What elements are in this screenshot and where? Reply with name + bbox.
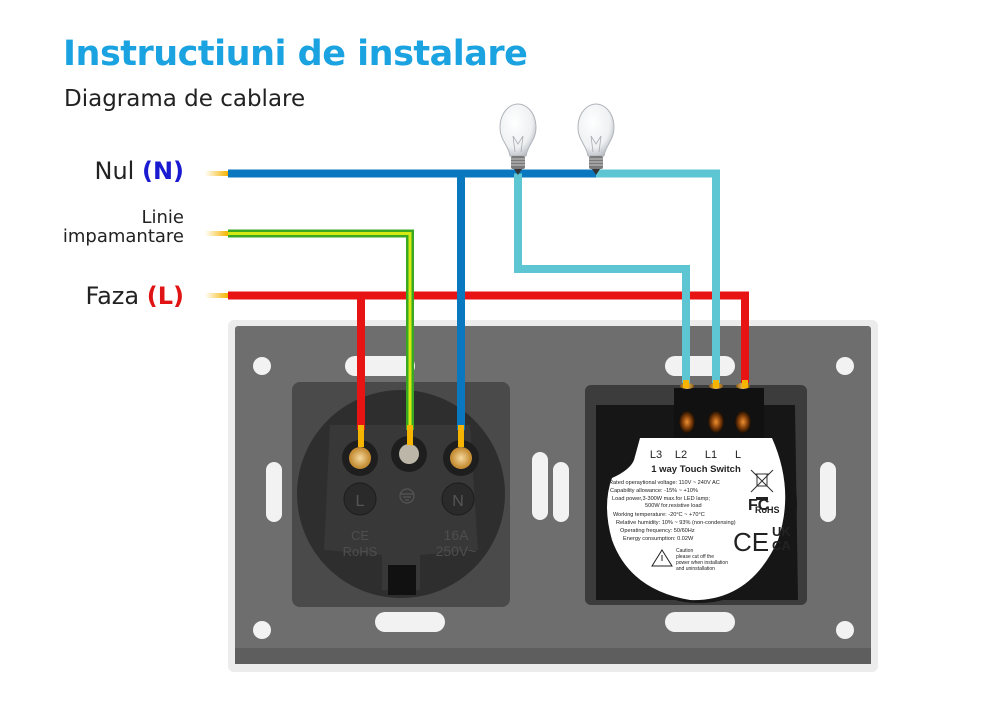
socket-latch — [388, 565, 416, 595]
socket-module: L N CE RoHS 16A 250V~ — [292, 382, 510, 607]
switch-terminal-l2 — [679, 411, 695, 433]
ukca-mark-top: UK — [772, 524, 791, 539]
socket-current-rating: 16A — [444, 527, 470, 543]
screw-icon — [451, 448, 471, 468]
terminal-wire-ends — [358, 380, 748, 447]
page-subtitle: Diagrama de cablare — [64, 86, 306, 112]
mounting-slot — [665, 356, 735, 376]
neutral-wire — [228, 169, 596, 430]
switch-spec-line: Load power,3-300W max.for LED lamp; — [612, 496, 710, 502]
live-wire — [228, 291, 749, 430]
mounting-slot — [266, 462, 282, 522]
switch-terminal-label-l2: L2 — [675, 449, 687, 461]
switch-spec-line: Relative humidity: 10% ~ 93% (non-conden… — [616, 520, 736, 526]
live-stripped-end — [205, 293, 228, 298]
earth-label-line1: Linie — [141, 207, 184, 228]
switch-terminal-label-l1: L1 — [705, 449, 717, 461]
screw-icon — [400, 445, 418, 463]
switch-caution-line: and uninstallation — [676, 566, 715, 572]
light-bulb-2-icon — [577, 103, 615, 175]
screw-icon — [350, 448, 370, 468]
earth-stripped-end — [205, 231, 228, 236]
switch-caution-line: Caution — [676, 548, 693, 554]
socket-ce-mark: CE — [351, 528, 369, 543]
light-bulb-1-icon — [499, 103, 537, 175]
switch-spec-label — [607, 438, 786, 601]
socket-voltage-rating: 250V~ — [436, 543, 477, 559]
live-label-text: Faza — [85, 282, 140, 310]
switch-caution-line: please cut off the — [676, 554, 714, 560]
neutral-code: (N) — [141, 157, 184, 185]
socket-n-mark: N — [452, 493, 464, 510]
page-title: Instructiuni de instalare — [63, 34, 528, 74]
weee-bin-icon — [750, 469, 774, 493]
mounting-slot — [665, 612, 735, 632]
switch-module: L3 L2 L1 L 1 way Touch Switch Rated oper… — [585, 383, 807, 605]
switch-terminal-l1 — [708, 411, 724, 433]
rohs-mark: RoHS — [755, 505, 780, 515]
socket-rohs-mark: RoHS — [343, 544, 378, 559]
switch-terminal-l — [735, 411, 751, 433]
mounting-slot — [553, 462, 569, 522]
mounting-hole — [836, 357, 854, 375]
switch-spec-line: Capability allowance: -15% ~ +10% — [610, 488, 698, 494]
mounting-slot — [820, 462, 836, 522]
switch-spec-line: Operating frequency: 50/60Hz — [620, 528, 695, 534]
ce-mark: CE — [733, 527, 769, 557]
neutral-label-text: Nul — [94, 157, 135, 185]
mounting-hole — [253, 357, 271, 375]
switch-terminal-label-l: L — [735, 449, 741, 461]
rohs-bar — [756, 497, 768, 500]
plate-bottom-edge — [235, 648, 871, 664]
warning-triangle-icon — [651, 549, 673, 567]
switch-spec-line: 500W for.resistive load — [645, 503, 702, 509]
socket-l-boss — [343, 482, 377, 516]
mounting-slot — [532, 452, 548, 520]
live-code: (L) — [146, 282, 184, 310]
switch-spec-line: Rated operaytional voltage: 110V ~ 240V … — [609, 480, 720, 486]
socket-l-mark: L — [356, 493, 365, 510]
fcc-mark: FC — [748, 497, 770, 514]
mounting-hole — [836, 621, 854, 639]
mounting-slot — [375, 612, 445, 632]
switch-title: 1 way Touch Switch — [651, 464, 741, 475]
earth-label: Linie impamantare — [63, 208, 184, 246]
switch-spec-line: Working temperature: -20°C ~ +70°C — [613, 512, 705, 518]
earth-label-line2: impamantare — [62, 226, 184, 247]
neutral-label: Nul (N) — [94, 157, 184, 185]
mounting-hole — [253, 621, 271, 639]
neutral-stripped-end — [205, 171, 228, 176]
ukca-mark-bottom: CA — [772, 538, 791, 553]
socket-n-boss — [441, 482, 475, 516]
switch-caution-line: power when installation — [676, 560, 728, 566]
mounting-slot — [345, 356, 415, 376]
earth-wire — [228, 229, 414, 430]
earth-symbol-icon — [399, 488, 415, 504]
switch-terminal-label-l3: L3 — [650, 449, 662, 461]
switched-wire — [514, 169, 720, 383]
live-label: Faza (L) — [86, 282, 185, 310]
switch-spec-line: Energy consumption: 0.02W — [623, 536, 694, 542]
